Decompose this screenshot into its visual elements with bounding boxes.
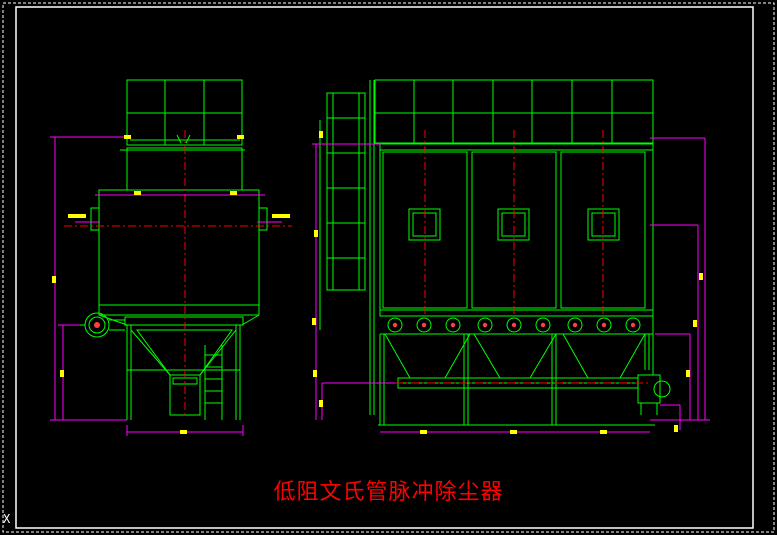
side-top-grille bbox=[126, 79, 243, 146]
front-ladder-cage bbox=[319, 80, 375, 415]
side-view bbox=[75, 79, 268, 420]
pulse-valves bbox=[387, 317, 641, 333]
drawing-title: 低阻文氏管脉冲除尘器 bbox=[273, 480, 504, 505]
front-main-body bbox=[379, 143, 654, 317]
drive-motor bbox=[637, 374, 671, 415]
centerlines bbox=[64, 130, 650, 415]
side-ladder bbox=[204, 345, 223, 420]
window-3 bbox=[587, 208, 620, 241]
ucs-icon: X bbox=[3, 512, 11, 526]
window-2 bbox=[497, 208, 530, 241]
window-1 bbox=[408, 208, 441, 241]
pulse-valve-marks bbox=[94, 322, 636, 328]
front-view bbox=[319, 79, 671, 426]
side-main-body bbox=[98, 189, 260, 316]
dimension-markers bbox=[52, 131, 703, 434]
